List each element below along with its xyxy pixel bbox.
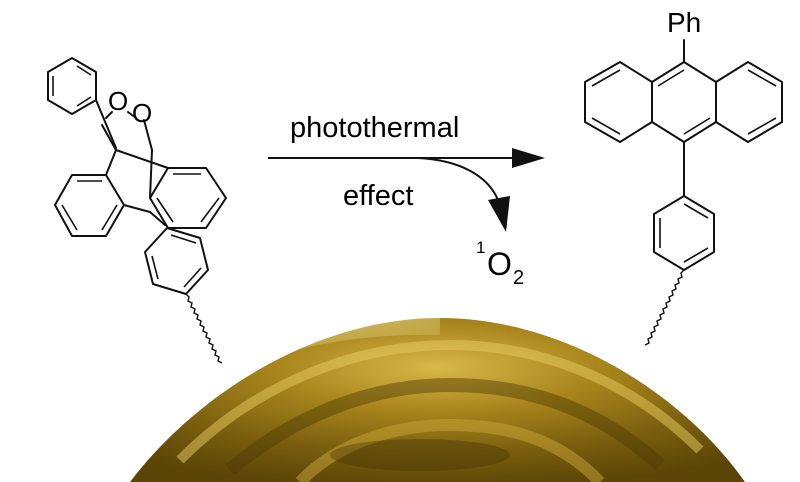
byproduct-arrow bbox=[417, 157, 510, 232]
peroxide-oxygen-1: O bbox=[108, 86, 128, 116]
condition-label-top: photothermal bbox=[290, 112, 459, 144]
reactant-benzo-ring-right bbox=[149, 167, 227, 229]
gold-nanoparticle bbox=[130, 318, 745, 482]
anthracene-right-ring bbox=[715, 61, 783, 143]
product-wavy-linker bbox=[644, 269, 685, 346]
reactant-aryl-linker-ring bbox=[144, 227, 209, 295]
reaction-arrow bbox=[268, 148, 545, 168]
reactant-phenyl-ring bbox=[47, 57, 97, 115]
reactant-benzo-ring-left bbox=[54, 174, 125, 237]
singlet-oxygen-symbol: O bbox=[487, 246, 512, 282]
anthracene-left-ring bbox=[584, 61, 653, 143]
singlet-oxygen-superscript: 1 bbox=[476, 238, 485, 257]
product-phenyl-label: Ph bbox=[667, 7, 701, 38]
reactant-endoperoxide bbox=[47, 57, 227, 364]
singlet-oxygen-label: 1 O 2 bbox=[476, 238, 524, 289]
peroxide-oxygen-2: O bbox=[132, 98, 152, 128]
product-anthracene bbox=[584, 39, 783, 346]
reactant-wavy-linker bbox=[185, 293, 223, 364]
anthracene-center-ring bbox=[651, 61, 717, 143]
condition-label-bottom: effect bbox=[343, 180, 413, 212]
singlet-oxygen-subscript: 2 bbox=[513, 267, 524, 289]
product-aryl-linker-ring bbox=[653, 195, 715, 271]
